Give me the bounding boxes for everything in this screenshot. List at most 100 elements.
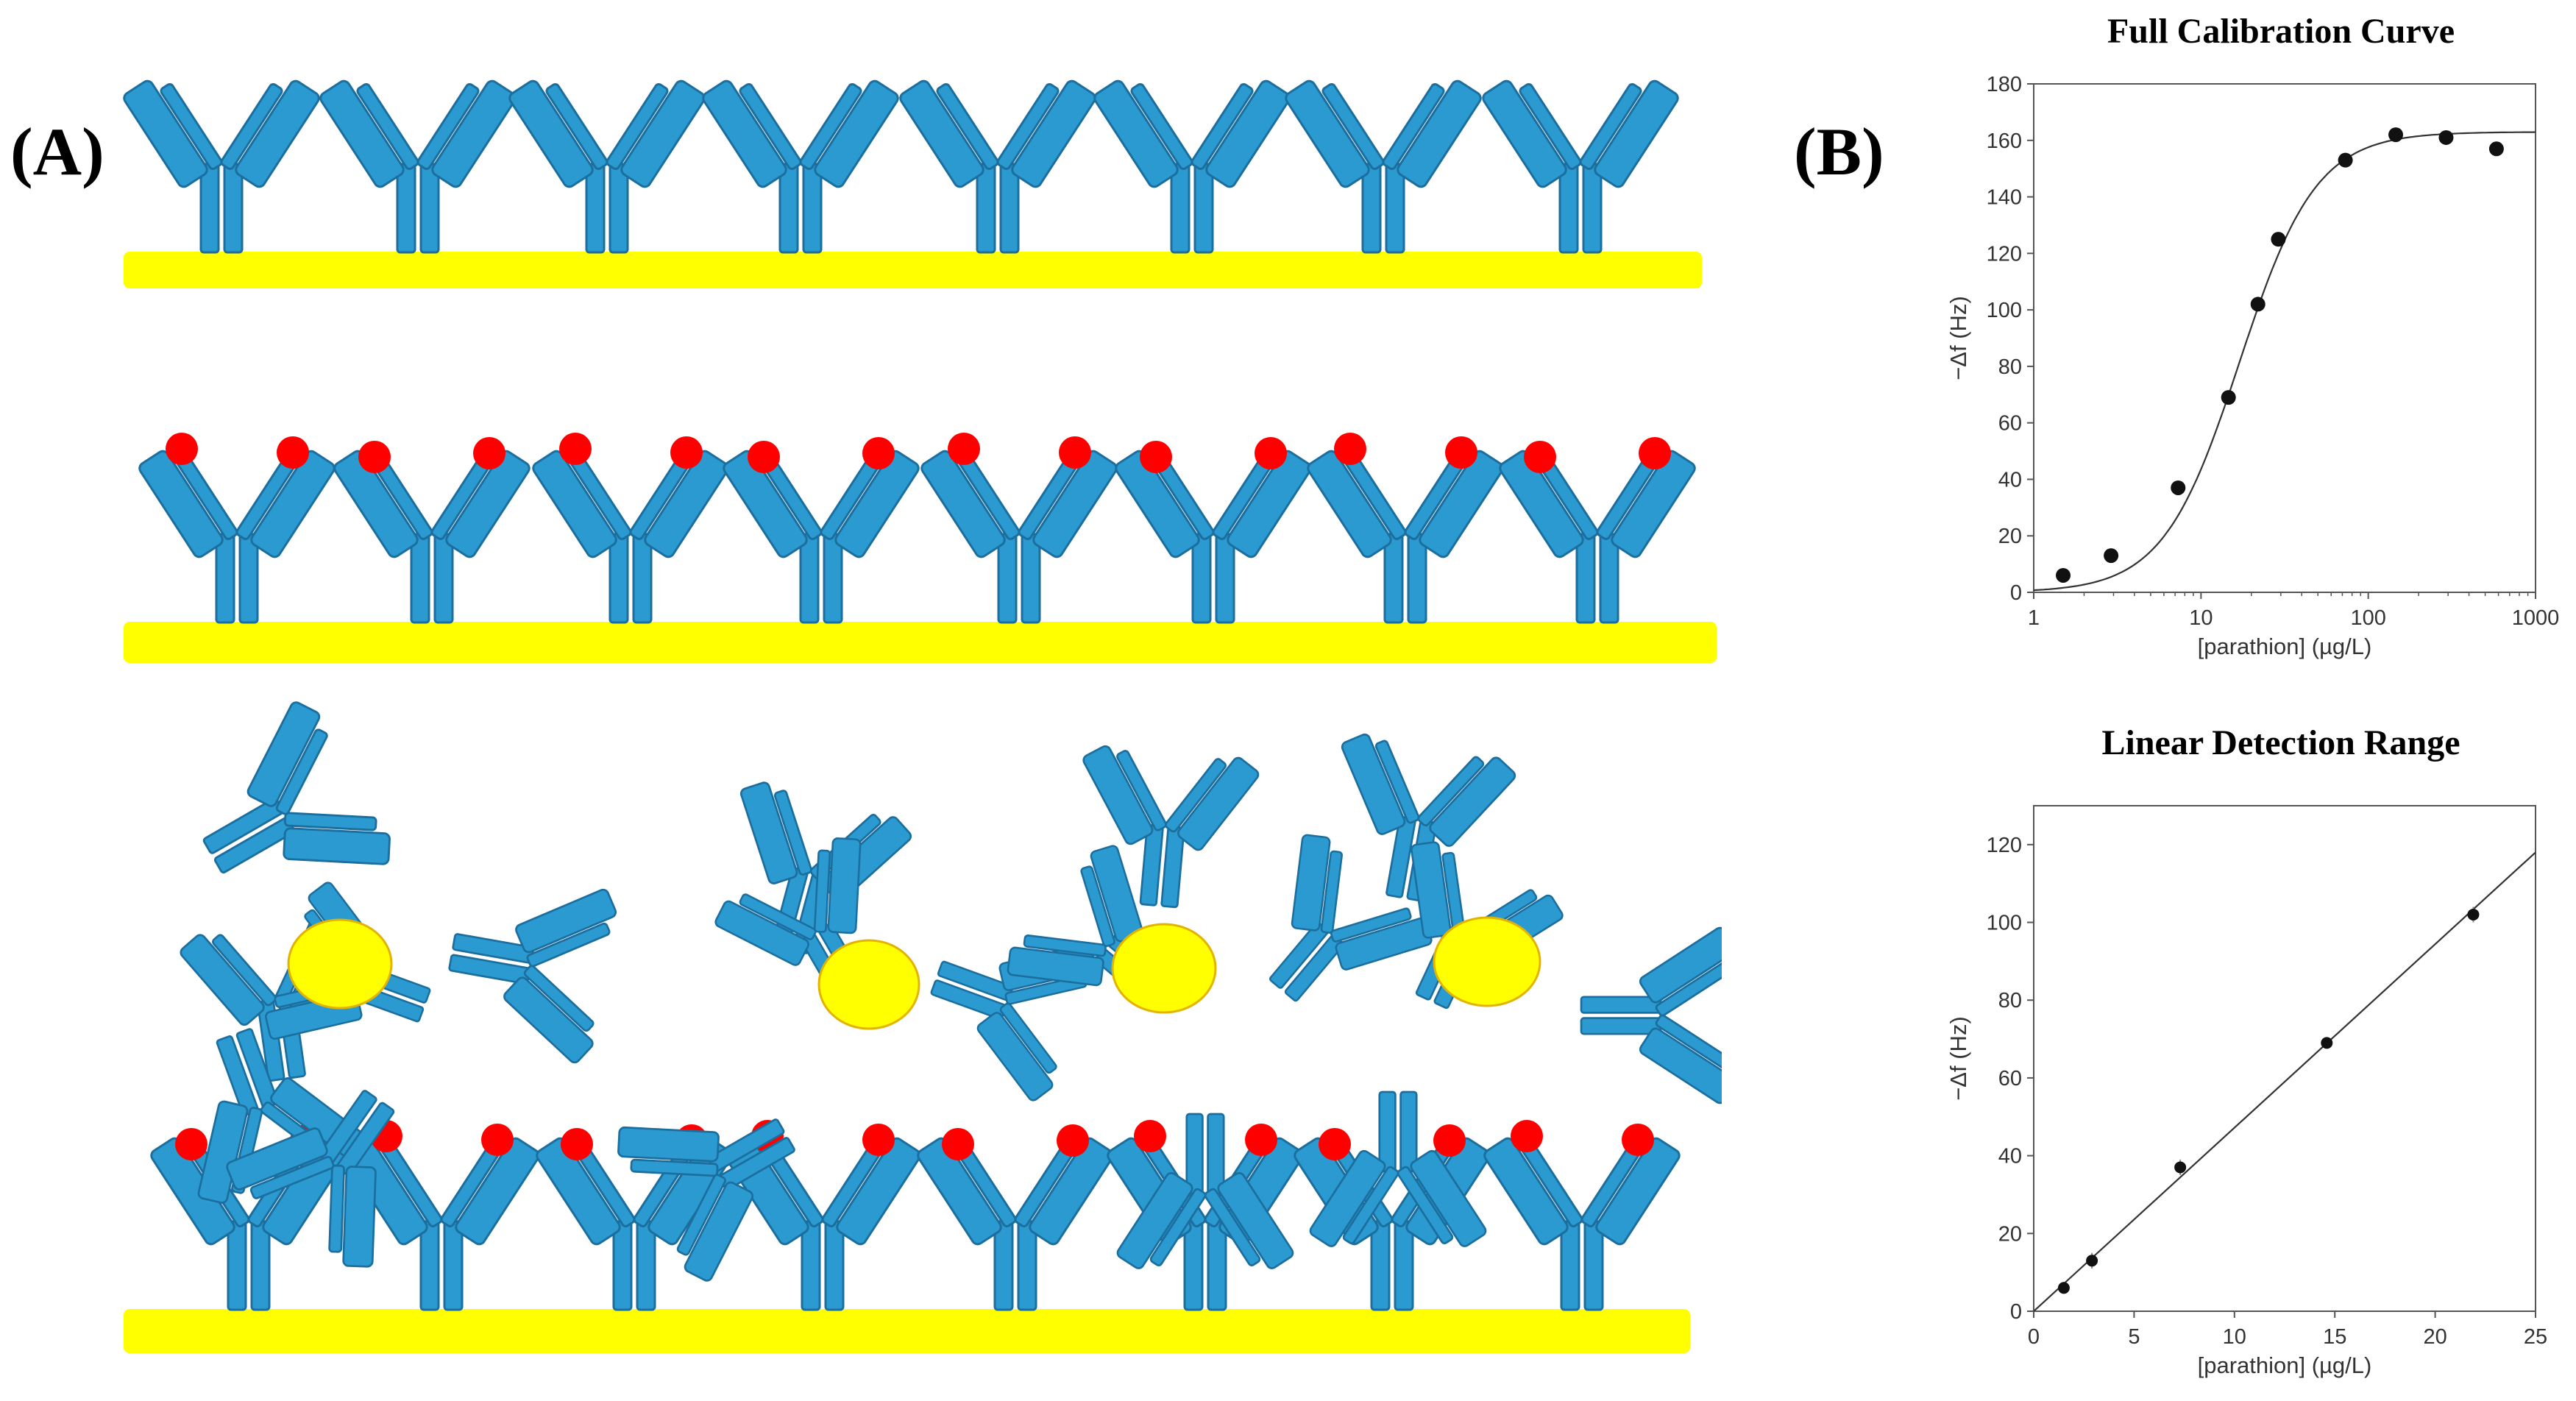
immobilized-antibody — [897, 77, 1099, 254]
immobilized-antibody — [918, 447, 1120, 624]
data-point — [2467, 908, 2480, 921]
data-point — [2388, 127, 2404, 143]
secondary-antibody — [906, 897, 1106, 1109]
data-point — [2338, 152, 2353, 168]
y-axis-label: −Δf (Hz) — [1945, 1016, 1971, 1101]
x-axis-label: [parathion] (µg/L) — [2198, 1352, 2372, 1378]
hapten-conjugate — [1334, 433, 1366, 465]
hapten-conjugate — [1245, 1124, 1277, 1156]
hapten-conjugate — [1622, 1124, 1654, 1156]
hapten-conjugate — [166, 433, 198, 465]
hapten-conjugate — [1433, 1124, 1466, 1157]
gold-substrate — [124, 1309, 1690, 1353]
hapten-conjugate — [561, 1128, 593, 1160]
y-tick-label: 40 — [1998, 468, 2022, 492]
fit-curve — [2033, 131, 2536, 592]
panel-label-b: (B) — [1794, 114, 1884, 189]
secondary-antibody — [164, 691, 404, 940]
x-tick-label: 25 — [2524, 1325, 2547, 1349]
analyte-particle — [1433, 916, 1541, 1007]
hapten-conjugate — [175, 1128, 207, 1160]
y-tick-label: 160 — [1987, 130, 2022, 153]
hapten-conjugate — [1639, 437, 1671, 469]
immobilized-antibody — [1282, 77, 1484, 254]
data-point — [2057, 1282, 2070, 1294]
x-tick-label: 100 — [2350, 606, 2385, 630]
secondary-antibody — [436, 862, 623, 1068]
x-tick-label: 5 — [2128, 1325, 2140, 1349]
gold-substrate — [124, 622, 1717, 663]
plot-frame — [2033, 83, 2536, 593]
immobilized-antibody — [1497, 447, 1698, 624]
hapten-conjugate — [1511, 1120, 1543, 1152]
hapten-conjugate — [670, 436, 703, 469]
plot-frame — [2033, 805, 2536, 1312]
x-tick-label: 15 — [2323, 1325, 2346, 1349]
data-point — [2056, 567, 2071, 583]
hapten-conjugate — [942, 1128, 974, 1160]
hapten-conjugate — [559, 433, 592, 465]
data-point — [2271, 232, 2286, 247]
chart-title-full: Full Calibration Curve — [2107, 12, 2455, 51]
hapten-conjugate — [1445, 436, 1477, 469]
immobilized-antibody — [331, 447, 533, 624]
analyte-particle — [817, 939, 920, 1030]
data-point — [2174, 1161, 2187, 1174]
hapten-conjugate — [473, 437, 505, 469]
immobilized-antibody — [1481, 1135, 1683, 1311]
immobilized-antibody — [136, 447, 338, 624]
data-point — [2488, 141, 2504, 157]
y-tick-label: 80 — [1998, 989, 2022, 1012]
x-axis-label: [parathion] (µg/L) — [2198, 634, 2372, 659]
hapten-conjugate — [1140, 441, 1172, 473]
y-tick-label: 80 — [1998, 355, 2022, 379]
hapten-conjugate — [481, 1124, 514, 1156]
data-point — [2321, 1037, 2333, 1049]
immobilized-antibody — [506, 77, 708, 254]
y-tick-label: 0 — [2010, 581, 2022, 605]
y-tick-label: 120 — [1987, 242, 2022, 266]
immobilized-antibody — [121, 77, 322, 254]
data-point — [2104, 548, 2119, 564]
immobilized-antibody — [1480, 77, 1681, 254]
immobilized-antibody — [1305, 447, 1506, 624]
y-tick-label: 20 — [1998, 525, 2022, 548]
y-tick-label: 180 — [1987, 73, 2022, 96]
y-tick-label: 40 — [1998, 1145, 2022, 1168]
hapten-conjugate — [277, 436, 309, 469]
hapten-conjugate — [1255, 437, 1287, 469]
immunoassay-diagram — [121, 77, 1722, 1353]
hapten-conjugate — [1057, 1124, 1089, 1157]
hapten-conjugate — [948, 433, 980, 465]
data-point — [2250, 297, 2265, 312]
analyte-particle — [287, 918, 393, 1010]
panel-label-a: (A) — [10, 114, 104, 189]
immobilized-antibody — [317, 77, 519, 254]
y-tick-label: 120 — [1987, 834, 2022, 857]
immobilized-antibody — [720, 447, 922, 624]
x-tick-label: 20 — [2423, 1325, 2447, 1349]
x-tick-label: 1000 — [2512, 606, 2560, 630]
y-tick-label: 100 — [1987, 912, 2022, 935]
y-tick-label: 60 — [1998, 412, 2022, 436]
immobilized-antibody — [530, 447, 731, 624]
data-point — [2086, 1255, 2098, 1267]
hapten-conjugate — [862, 437, 895, 469]
secondary-antibody — [1580, 924, 1722, 1107]
x-tick-label: 0 — [2028, 1325, 2040, 1349]
x-tick-label: 10 — [2189, 606, 2213, 630]
gold-substrate — [124, 252, 1702, 288]
y-axis-label: −Δf (Hz) — [1945, 296, 1971, 380]
data-point — [2438, 130, 2454, 145]
immobilized-antibody — [1113, 447, 1314, 624]
analyte-particle — [1111, 923, 1217, 1014]
y-tick-label: 100 — [1987, 299, 2022, 322]
y-tick-label: 0 — [2010, 1300, 2022, 1324]
fit-curve — [2033, 851, 2536, 1312]
y-tick-label: 60 — [1998, 1067, 2022, 1090]
data-point — [2221, 390, 2236, 405]
x-tick-label: 1 — [2028, 606, 2040, 630]
y-tick-label: 20 — [1998, 1222, 2022, 1246]
hapten-conjugate — [748, 441, 780, 473]
immobilized-antibody — [915, 1135, 1116, 1311]
